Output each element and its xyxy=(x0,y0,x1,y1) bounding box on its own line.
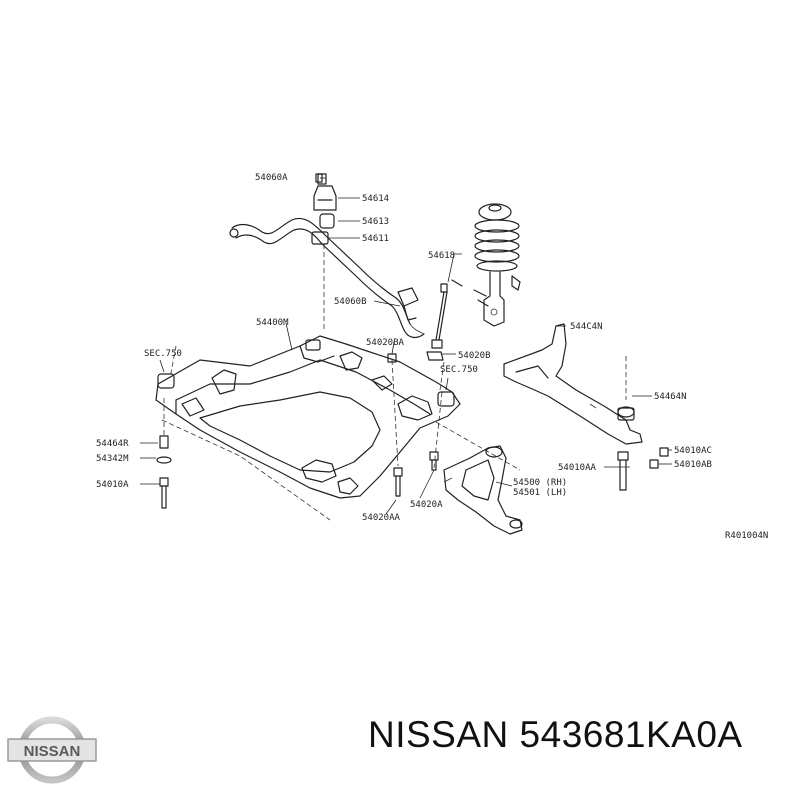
label-54020a: 54020A xyxy=(410,500,443,510)
label-54020b: 54020B xyxy=(458,351,491,361)
label-sec750-left: SEC.750 xyxy=(144,349,182,359)
label-54500-rh: 54500 (RH) xyxy=(513,478,567,488)
logo-wordmark: NISSAN xyxy=(24,743,81,760)
crossmember-mounts xyxy=(157,339,455,407)
footer: NISSAN NISSAN 543681KA0A xyxy=(0,700,800,800)
label-54020aa: 54020AA xyxy=(362,513,401,523)
stabilizer-link xyxy=(426,279,463,361)
nissan-logo: NISSAN xyxy=(7,716,97,784)
label-54010ac: 54010AC xyxy=(674,446,712,456)
stabilizer-bar xyxy=(229,217,425,339)
bushing-bracket xyxy=(311,173,419,330)
member-bracket xyxy=(503,323,643,445)
label-54614: 54614 xyxy=(362,194,389,204)
part-number-caption: NISSAN 543681KA0A xyxy=(368,714,743,755)
label-54020ba: 54020BA xyxy=(366,338,405,348)
label-544c4n: 544C4N xyxy=(570,322,603,332)
bolts xyxy=(156,173,669,509)
label-54060a: 54060A xyxy=(255,173,288,183)
label-54010a: 54010A xyxy=(96,480,129,490)
leader-lines xyxy=(140,177,672,515)
label-54010ab: 54010AB xyxy=(674,460,712,470)
label-54611: 54611 xyxy=(362,234,389,244)
label-54501-lh: 54501 (LH) xyxy=(513,488,567,498)
label-sec750-right: SEC.750 xyxy=(440,365,478,375)
label-54464r: 54464R xyxy=(96,439,129,449)
front-crossmember xyxy=(155,335,521,521)
label-54400m: 54400M xyxy=(256,318,289,328)
label-54613: 54613 xyxy=(362,217,389,227)
label-54464n: 54464N xyxy=(654,392,687,402)
label-54618: 54618 xyxy=(428,251,455,261)
label-54010aa: 54010AA xyxy=(558,463,597,473)
part-labels: 54060A 54614 54613 54611 54618 54060B 54… xyxy=(96,173,768,541)
label-54342m: 54342M xyxy=(96,454,129,464)
label-reference-code: R401004N xyxy=(725,531,768,541)
strut-assembly xyxy=(473,203,521,327)
lower-control-arm xyxy=(443,445,523,535)
label-54060b: 54060B xyxy=(334,297,367,307)
